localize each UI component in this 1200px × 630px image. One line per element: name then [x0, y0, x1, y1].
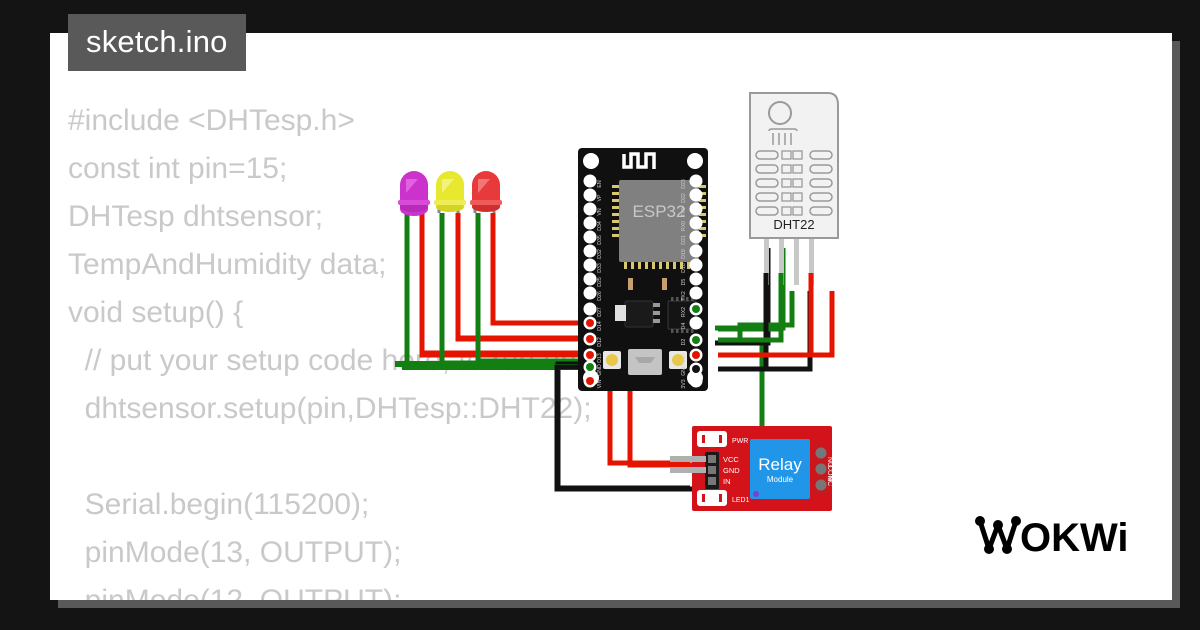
code-line: #include <DHTesp.h>	[68, 104, 355, 137]
wokwi-logo: OKWi	[970, 511, 1140, 564]
code-line	[68, 433, 1168, 481]
code-line: pinMode(12, OUTPUT);	[68, 577, 1168, 600]
code-line: // put your setup code here, to run once…	[68, 344, 617, 377]
project-panel: #include <DHTesp.h> const int pin=15; DHTe…	[50, 33, 1172, 600]
code-line: const int pin=15;	[68, 152, 288, 185]
file-tab-sketch-ino[interactable]: sketch.ino	[68, 14, 246, 71]
code-line: void setup() {	[68, 296, 244, 329]
code-line: Serial.begin(115200);	[68, 488, 370, 521]
code-line: DHTesp dhtsensor;	[68, 200, 324, 233]
code-line: TempAndHumidity data;	[68, 248, 387, 281]
code-line: dhtsensor.setup(pin,DHTesp::DHT22);	[68, 392, 592, 425]
wokwi-wordmark: OKWi	[1020, 516, 1129, 559]
code-line: pinMode(13, OUTPUT);	[68, 536, 402, 569]
